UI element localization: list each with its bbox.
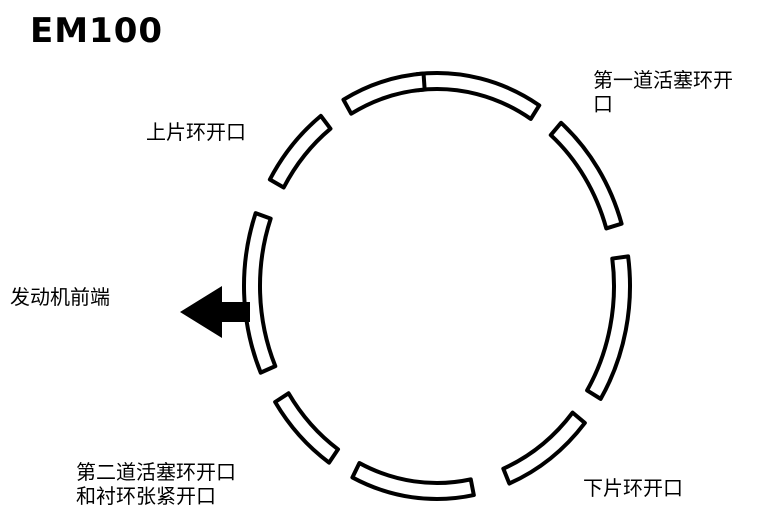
arrow-left-icon (180, 286, 250, 338)
ring-segment (267, 113, 333, 190)
label-second-ring-gap-line2: 和衬环张紧开口 (76, 484, 216, 508)
ring-segment (350, 461, 476, 501)
piston-ring-segments (242, 71, 632, 501)
ring-segment (548, 120, 624, 231)
label-upper-rail-gap: 上片环开口 (146, 120, 246, 144)
label-first-ring-gap-line1: 第一道活塞环开 (593, 68, 733, 92)
ring-segment (501, 410, 587, 486)
ring-segment (273, 391, 341, 465)
ring-segment (341, 71, 427, 116)
diagram-title: EM100 (30, 11, 164, 51)
label-second-ring-gap: 第二道活塞环开口 和衬环张紧开口 (76, 460, 236, 508)
ring-segment (585, 254, 632, 401)
label-first-ring-gap-line2: 口 (593, 92, 613, 116)
label-engine-front: 发动机前端 (10, 285, 110, 309)
label-first-ring-gap: 第一道活塞环开 口 (593, 68, 733, 116)
label-lower-rail-gap: 下片环开口 (583, 476, 683, 500)
ring-segment (242, 211, 278, 375)
label-second-ring-gap-line1: 第二道活塞环开口 (76, 460, 236, 484)
ring-segment (414, 71, 542, 121)
